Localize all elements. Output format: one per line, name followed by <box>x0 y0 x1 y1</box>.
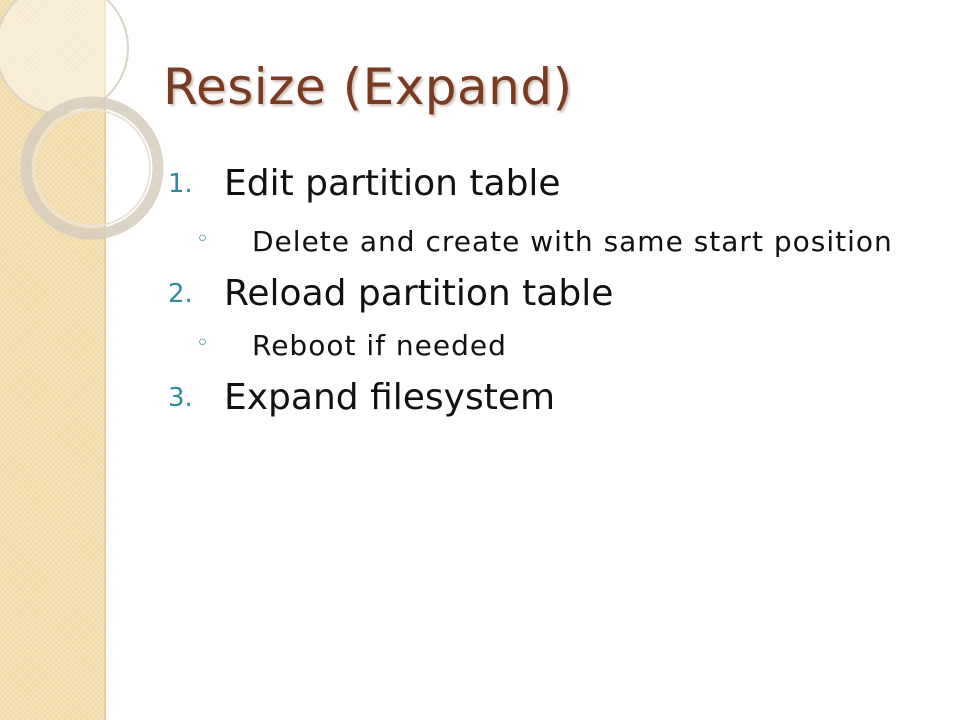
slide-content: 1. Edit partition table ◦ Delete and cre… <box>168 160 908 422</box>
list-item-text: Expand filesystem <box>224 377 556 418</box>
list-number: 1. <box>168 169 193 199</box>
sub-list-item: ◦ Delete and create with same start posi… <box>196 224 912 260</box>
slide-title: Resize (Expand) <box>163 58 573 116</box>
sub-list-item: ◦ Reboot if needed <box>196 328 912 364</box>
list-item-text: Edit partition table <box>224 163 561 204</box>
decorative-circle-large <box>0 0 129 115</box>
bullet-icon: ◦ <box>196 331 210 356</box>
list-item: 1. Edit partition table <box>168 160 908 208</box>
decorative-circles-icon <box>0 0 164 240</box>
list-number: 3. <box>168 383 193 413</box>
sub-list-item-text: Reboot if needed <box>252 329 507 362</box>
list-number: 2. <box>168 279 193 309</box>
bullet-icon: ◦ <box>196 227 210 252</box>
decorative-circle-ring-inner <box>33 109 151 227</box>
decorative-circle-ring <box>20 96 164 240</box>
list-item: 3. Expand filesystem <box>168 374 908 422</box>
list-item: 2. Reload partition table <box>168 270 908 318</box>
list-item-text: Reload partition table <box>224 273 614 314</box>
sub-list-item-text: Delete and create with same start positi… <box>252 225 893 258</box>
